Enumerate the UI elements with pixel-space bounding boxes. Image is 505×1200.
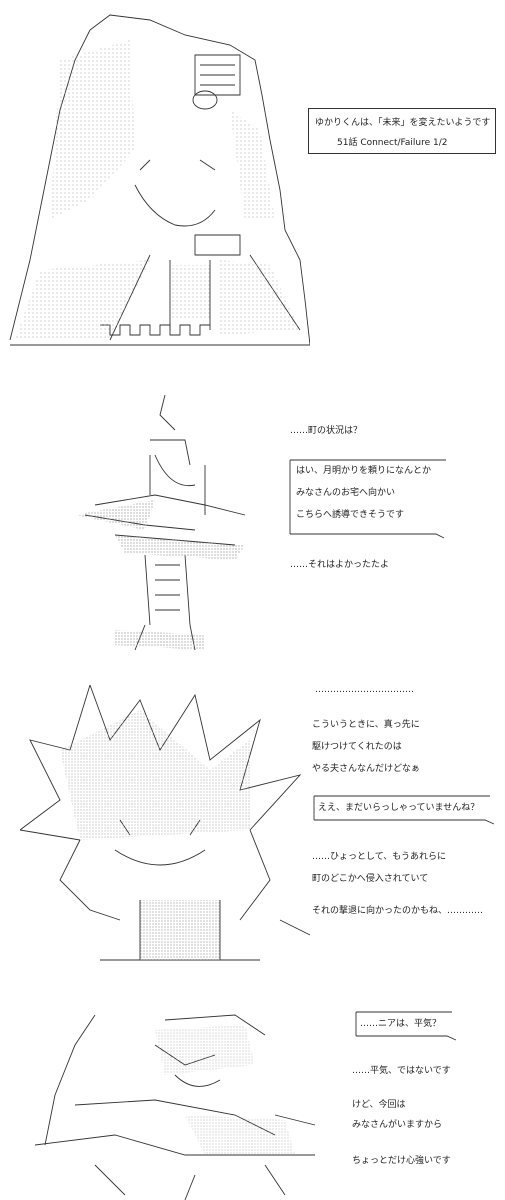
story-title: ゆかりくんは、「未来」を変えたいようです xyxy=(315,118,491,128)
speech-bubble: はい、月明かりを頼りになんとか みなさんのお宅へ向かい こちらへ誘導できそうです xyxy=(286,456,454,540)
question-text: ……町の状況は？ xyxy=(290,426,363,436)
spiky-hair-figure-art xyxy=(20,684,311,961)
standing-figure-art xyxy=(75,395,246,651)
hood-figure-art xyxy=(9,14,310,346)
bubble-line: ええ、まだいらっしゃっていませんね？ xyxy=(318,803,480,813)
speech-bubble: ええ、まだいらっしゃっていませんね？ xyxy=(310,792,500,826)
narration-line: ……ひょっとして、もうあれらに xyxy=(312,852,447,862)
narration-line: やる夫さんなんだけどなぁ xyxy=(312,764,420,774)
bubble-line: こちらへ誘導できそうです xyxy=(296,510,405,520)
narration-line: みなさんがいますから xyxy=(352,1120,443,1130)
bubble-line: はい、月明かりを頼りになんとか xyxy=(296,466,432,476)
narration-line: 町のどこかへ侵入されていて xyxy=(312,874,429,884)
title-box: ゆかりくんは、「未来」を変えたいようです 51話 Connect/Failure… xyxy=(308,108,496,154)
narration-line: それの撃退に向かったのかもね、………… xyxy=(312,906,484,916)
panel-2: ……町の状況は？ はい、月明かりを頼りになんとか みなさんのお宅へ向かい こちら… xyxy=(0,390,505,670)
panel-1: ゆかりくんは、「未来」を変えたいようです 51話 Connect/Failure… xyxy=(0,0,505,360)
chapter-label: 51話 Connect/Failure 1/2 xyxy=(337,138,448,148)
bubble-line: みなさんのお宅へ向かい xyxy=(296,488,396,498)
ellipsis-text: …………………………… xyxy=(315,685,414,695)
narration-line: ちょっとだけ心強いです xyxy=(352,1156,451,1166)
panel-4: ……ニアは、平気？ ……平気、ではないです けど、今回は みなさんがいますから … xyxy=(0,1000,505,1200)
narration-line: ……平気、ではないです xyxy=(352,1066,451,1076)
reply-text: ……それはよかったたよ xyxy=(290,560,390,570)
narration-line: こういうときに、真っ先に xyxy=(312,720,420,730)
panel-3: …………………………… こういうときに、真っ先に 駆けつけてくれたのは やる夫さ… xyxy=(0,680,505,980)
crouching-figure-art xyxy=(35,1014,316,1200)
speech-bubble: ……ニアは、平気？ xyxy=(352,1008,462,1042)
narration-line: 駆けつけてくれたのは xyxy=(312,742,402,752)
narration-line: けど、今回は xyxy=(352,1100,406,1110)
bubble-line: ……ニアは、平気？ xyxy=(360,1019,442,1029)
